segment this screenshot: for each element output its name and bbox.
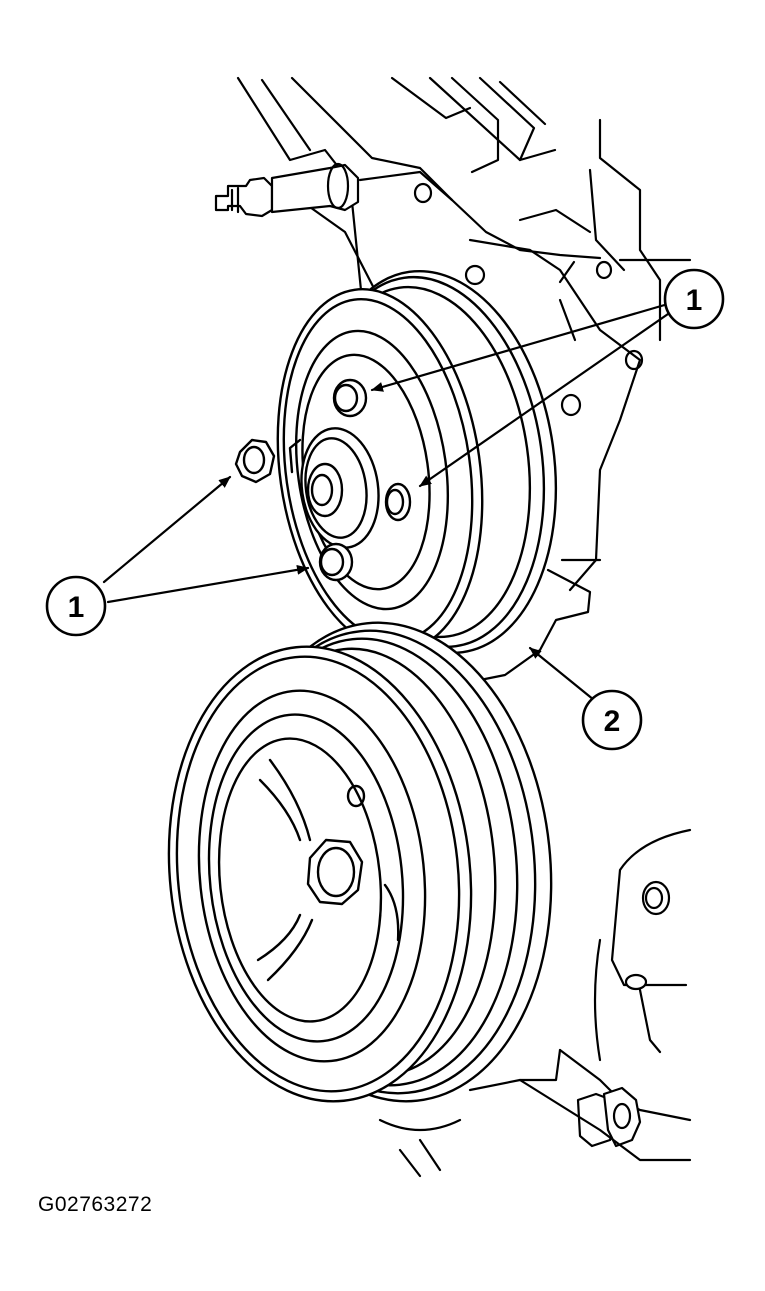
crankshaft-pulley xyxy=(167,621,553,1103)
svg-text:2: 2 xyxy=(604,705,621,738)
pulley-bolt xyxy=(332,378,368,418)
callout-1-upper: 1 xyxy=(663,268,725,330)
sensor-stud xyxy=(214,162,360,218)
engine-block xyxy=(236,76,692,684)
svg-text:1: 1 xyxy=(686,284,703,317)
lower-engine-block xyxy=(378,828,692,1178)
figure-id: G02763272 xyxy=(38,1193,153,1216)
callout-1-left: 1 xyxy=(45,575,107,637)
callout-leaders xyxy=(102,302,670,702)
pulley-bolt xyxy=(384,482,412,522)
water-pump-pulley xyxy=(276,269,558,655)
pulley-bolt xyxy=(318,542,354,582)
svg-text:1: 1 xyxy=(68,591,85,624)
loose-bolt xyxy=(234,438,276,484)
callout-2: 2 xyxy=(581,689,643,751)
